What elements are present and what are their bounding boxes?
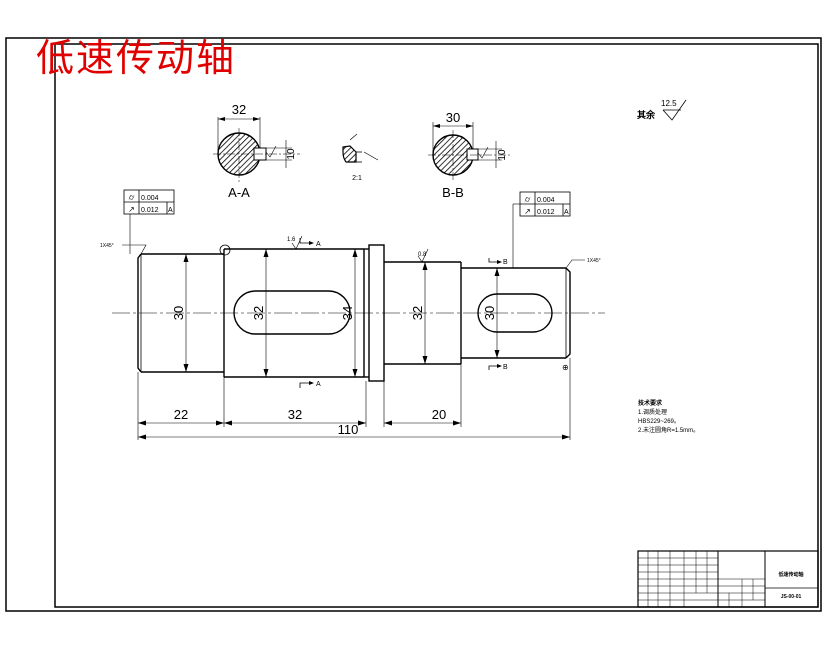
section-b-bottom: B xyxy=(503,364,508,371)
roughness-1-6: 1.6 xyxy=(287,237,296,243)
diameter-dim-lines xyxy=(185,249,498,377)
dia-32-left: 32 xyxy=(251,306,266,320)
dia-30-left: 30 xyxy=(171,306,186,320)
remaining-roughness-value: 12.5 xyxy=(661,99,677,108)
svg-text:技术要求: 技术要求 xyxy=(638,399,663,407)
title-block-part-name: 低速传动轴 xyxy=(777,571,803,578)
svg-text:0.012: 0.012 xyxy=(537,209,555,216)
svg-text:A: A xyxy=(168,207,173,214)
runout-icon: ↗ xyxy=(128,205,135,214)
len-110-total: 110 xyxy=(338,422,359,437)
section-label-aa: A-A xyxy=(228,185,250,200)
roughness-icon xyxy=(662,99,687,121)
section-a-bottom: A xyxy=(316,381,321,388)
title-block xyxy=(637,550,819,608)
svg-text:HBS229~269。: HBS229~269。 xyxy=(638,419,680,425)
len-32: 32 xyxy=(288,407,302,422)
chamfer-leader-right xyxy=(565,259,585,269)
roughness-icon xyxy=(291,235,303,250)
datum-circle-marker xyxy=(219,244,231,256)
tolerance-frame-left: ⌭ 0.004 ↗ 0.012 A xyxy=(123,189,175,254)
svg-text:10: 10 xyxy=(286,148,297,160)
svg-text:32: 32 xyxy=(232,102,246,117)
shaft-outline xyxy=(137,244,571,382)
roughness-0-8: 0.8 xyxy=(418,252,427,258)
key-detail-view: 2:1 xyxy=(342,133,379,182)
section-a-top: A xyxy=(316,241,321,248)
svg-text:A: A xyxy=(564,209,569,216)
dia-32-right: 32 xyxy=(410,306,425,320)
diameter-arrows xyxy=(183,249,500,377)
runout-icon: ↗ xyxy=(524,207,531,216)
keyway-right xyxy=(477,293,553,333)
keyway-left xyxy=(233,290,351,335)
chamfer-right-text: 1X45° xyxy=(587,258,601,264)
title-block-code: JS-00-01 xyxy=(781,594,802,600)
length-dim-lines xyxy=(137,358,571,440)
outer-border xyxy=(5,37,822,612)
section-view-bb: 30 10 B-B xyxy=(428,110,510,200)
dia-30-right: 30 xyxy=(482,306,497,320)
svg-text:1.调质处理: 1.调质处理 xyxy=(638,408,667,416)
inner-frame xyxy=(54,43,819,608)
svg-text:2.未注圆角R=1.5mm。: 2.未注圆角R=1.5mm。 xyxy=(638,426,699,434)
roughness-icon xyxy=(417,248,429,263)
datum-marker-right: ⊕ xyxy=(562,363,569,372)
remaining-roughness-label: 其余 xyxy=(637,109,656,120)
svg-text:10: 10 xyxy=(497,149,508,161)
svg-text:30: 30 xyxy=(446,110,460,125)
cylindricity-icon: ⌭ xyxy=(129,193,135,202)
len-22: 22 xyxy=(174,407,188,422)
section-b-top: B xyxy=(503,259,508,266)
section-view-aa: 32 10 A-A xyxy=(213,102,300,200)
tolerance-frame-right: ⌭ 0.004 ↗ 0.012 A xyxy=(512,191,571,268)
chamfer-leader-left xyxy=(122,244,147,255)
chamfer-left-text: 1X45° xyxy=(100,243,114,249)
svg-text:0.012: 0.012 xyxy=(141,207,159,214)
svg-text:0.004: 0.004 xyxy=(537,197,555,204)
dia-34-collar: 34 xyxy=(340,306,355,320)
cylindricity-icon: ⌭ xyxy=(525,195,531,204)
key-detail-scale: 2:1 xyxy=(352,175,362,182)
section-label-bb: B-B xyxy=(442,185,464,200)
len-20: 20 xyxy=(432,407,446,422)
length-arrows xyxy=(138,420,570,440)
drawing-title: 低速传动轴 xyxy=(36,36,237,80)
svg-text:0.004: 0.004 xyxy=(141,195,159,202)
technical-requirements: 技术要求 1.调质处理 HBS229~269。 2.未注圆角R=1.5mm。 xyxy=(638,399,699,434)
